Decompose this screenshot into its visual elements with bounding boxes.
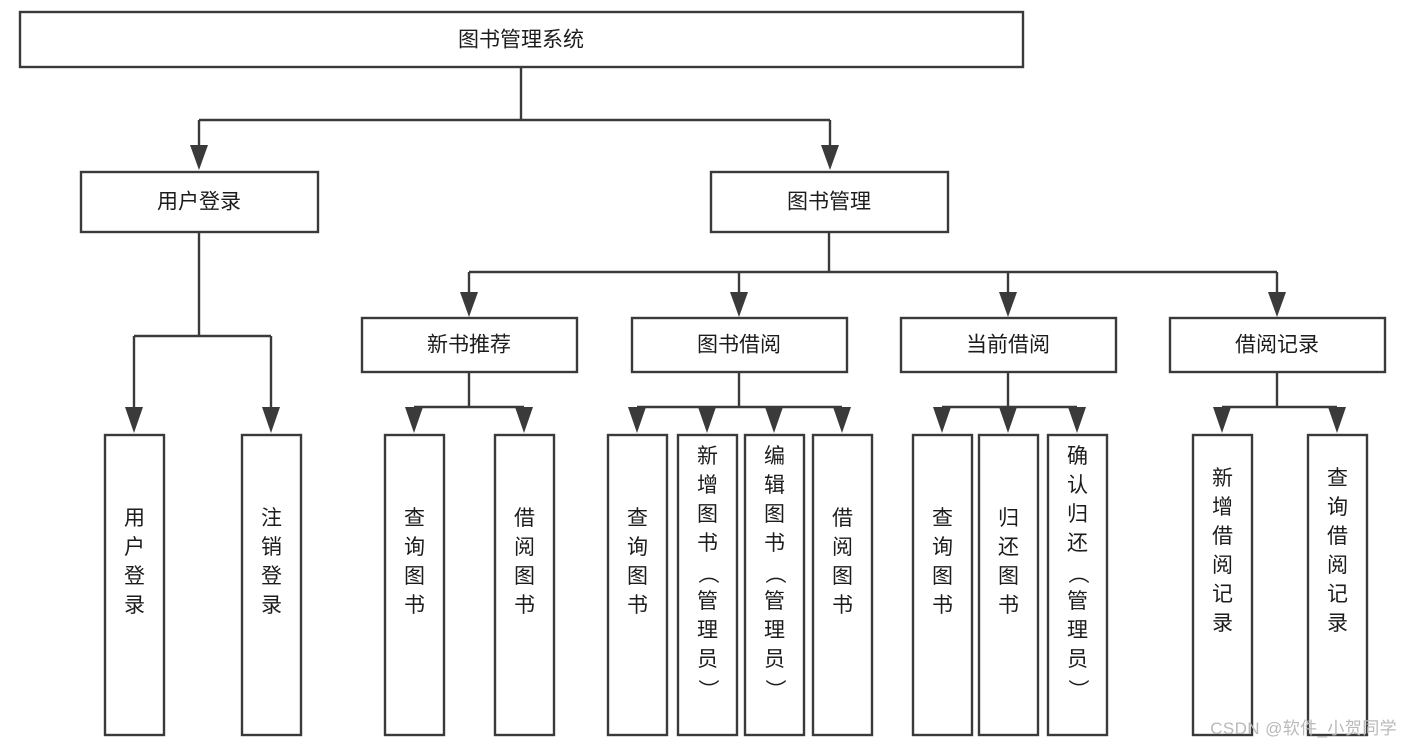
connector-borrow-record-to-leaves xyxy=(1213,372,1346,433)
node-book-manage[interactable]: 图书管理 xyxy=(709,170,950,234)
arrow-leaf-query-book-2 xyxy=(628,407,646,433)
new-book-recommend-box[interactable] xyxy=(360,316,579,374)
leaf-box-return-book[interactable] xyxy=(977,433,1040,737)
leaf-box-confirm-return[interactable] xyxy=(1046,433,1109,737)
arrow-leaf-query-book-1 xyxy=(405,407,423,433)
node-new-book-recommend[interactable]: 新书推荐 xyxy=(360,316,579,374)
node-user-login[interactable]: 用户登录 xyxy=(79,170,320,234)
arrow-user-login xyxy=(190,145,208,170)
node-borrow-record[interactable]: 借阅记录 xyxy=(1168,316,1387,374)
new-book-recommend-label: 新书推荐 xyxy=(427,334,511,357)
user-login-label: 用户登录 xyxy=(157,191,241,214)
book-manage-box[interactable] xyxy=(709,170,950,234)
arrow-leaf-edit-book xyxy=(765,407,783,433)
root-box[interactable] xyxy=(18,10,1025,69)
arrow-book-manage xyxy=(821,145,839,170)
arrow-leaf-add-book xyxy=(698,407,716,433)
leaf-box-edit-book[interactable] xyxy=(743,433,806,737)
leaf-box-user-login[interactable] xyxy=(103,433,166,737)
node-current-borrow[interactable]: 当前借阅 xyxy=(899,316,1118,374)
arrow-leaf-add-record xyxy=(1213,407,1231,433)
leaf-box-query-book-1[interactable] xyxy=(383,433,446,737)
book-borrow-box[interactable] xyxy=(630,316,849,374)
book-borrow-label: 图书借阅 xyxy=(697,334,781,357)
connector-user-login-to-leaves xyxy=(125,232,280,433)
book-manage-label: 图书管理 xyxy=(787,191,871,214)
leaf-box-borrow-book-2[interactable] xyxy=(811,433,874,737)
connector-root-to-level1 xyxy=(190,67,839,170)
connector-current-borrow-to-leaves xyxy=(933,372,1086,433)
leaf-box-add-book[interactable] xyxy=(676,433,739,737)
leaf-box-borrow-book-1[interactable] xyxy=(493,433,556,737)
leaf-box-logout[interactable] xyxy=(240,433,303,737)
arrow-leaf-borrow-book-2 xyxy=(833,407,851,433)
arrow-leaf-query-record xyxy=(1328,407,1346,433)
arrow-current-borrow xyxy=(999,292,1017,317)
borrow-record-label: 借阅记录 xyxy=(1235,334,1319,357)
connector-new-book-recommend-to-leaves xyxy=(405,372,533,433)
arrow-borrow-record xyxy=(1268,292,1286,317)
arrow-leaf-return-book xyxy=(999,407,1017,433)
arrow-leaf-confirm-return xyxy=(1068,407,1086,433)
current-borrow-label: 当前借阅 xyxy=(966,334,1050,357)
leaf-box-query-book-3[interactable] xyxy=(911,433,974,737)
leaf-box-add-record[interactable] xyxy=(1191,433,1254,737)
node-root[interactable]: 图书管理系统 xyxy=(18,10,1025,69)
current-borrow-box[interactable] xyxy=(899,316,1118,374)
arrow-leaf-borrow-book-1 xyxy=(515,407,533,433)
leaf-box-query-record[interactable] xyxy=(1306,433,1369,737)
connector-book-borrow-to-leaves xyxy=(628,372,851,433)
connector-book-manage-to-level2 xyxy=(460,232,1286,317)
leaf-box-query-book-2[interactable] xyxy=(606,433,669,737)
node-book-borrow[interactable]: 图书借阅 xyxy=(630,316,849,374)
arrow-book-borrow xyxy=(730,292,748,317)
arrow-leaf-user-login xyxy=(125,407,143,433)
arrow-new-book-recommend xyxy=(460,292,478,317)
root-label: 图书管理系统 xyxy=(458,29,584,52)
arrow-leaf-logout xyxy=(262,407,280,433)
arrow-leaf-query-book-3 xyxy=(933,407,951,433)
csdn-watermark: CSDN @软件_小贺同学 xyxy=(1210,719,1397,738)
borrow-record-box[interactable] xyxy=(1168,316,1387,374)
